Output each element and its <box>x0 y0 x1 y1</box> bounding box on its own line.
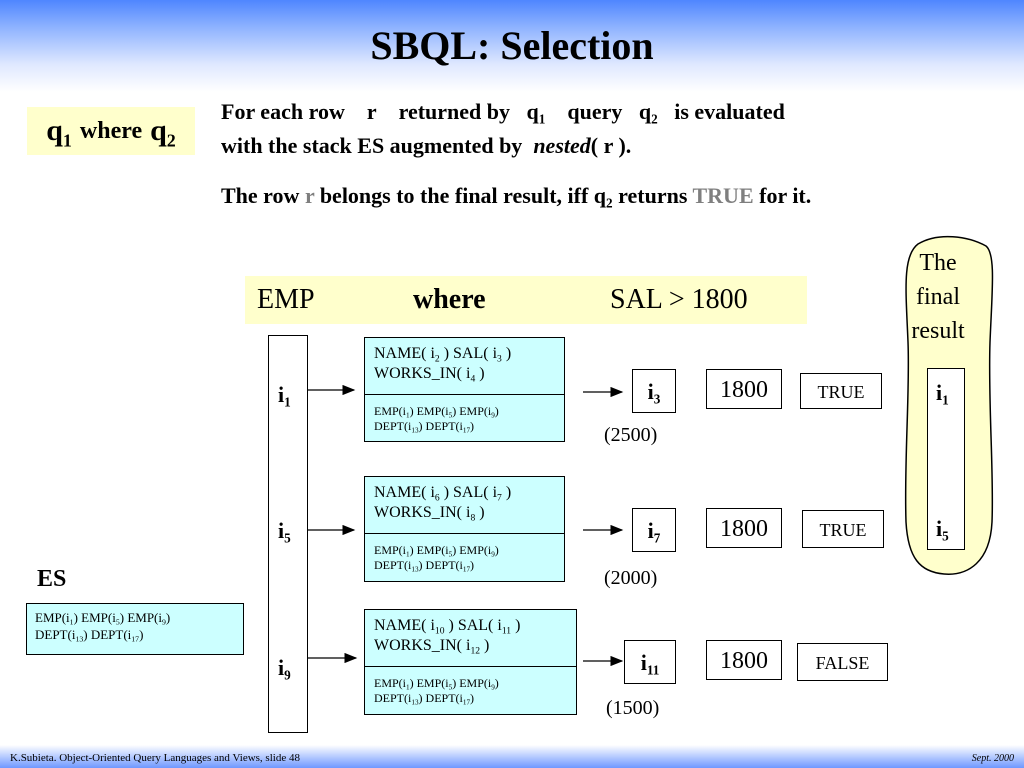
salary-value: (2500) <box>604 424 658 446</box>
comparison-value-box: 1800 <box>706 508 782 548</box>
boolean-result-box: FALSE <box>797 643 888 681</box>
description-line-2: with the stack ES augmented by nested( r… <box>221 133 632 158</box>
es-label: ES <box>37 566 67 592</box>
description-line-1: For each row r returned by q1 query q2 i… <box>221 99 785 127</box>
emp-identifier: i5 <box>278 518 291 546</box>
query-example-condition: SAL > 1800 <box>610 284 748 315</box>
footer-credit: K.Subieta. Object-Oriented Query Languag… <box>10 752 300 764</box>
final-result-item: i1 <box>936 380 949 408</box>
query-example-emp: EMP <box>257 284 315 315</box>
slide-title: SBQL: Selection <box>370 23 654 68</box>
query-where-keyword: where <box>79 117 143 144</box>
final-result-item: i5 <box>936 516 949 544</box>
environment-box: NAME( i2 ) SAL( i3 ) WORKS_IN( i4 ) EMP(… <box>364 337 565 442</box>
result-identifier-box: i11 <box>624 640 676 684</box>
header-band <box>0 0 1024 92</box>
result-identifier-box: i7 <box>632 508 676 552</box>
environment-box: NAME( i6 ) SAL( i7 ) WORKS_IN( i8 ) EMP(… <box>364 476 565 582</box>
boolean-result-box: TRUE <box>800 373 882 409</box>
query-example-bar: EMP where SAL > 1800 <box>245 276 807 324</box>
result-identifier-box: i3 <box>632 369 676 413</box>
query-q2: q2 <box>150 114 176 151</box>
salary-value: (2000) <box>604 567 658 589</box>
footer-band <box>0 745 1024 768</box>
environment-box: NAME( i10 ) SAL( i11 ) WORKS_IN( i12 ) E… <box>364 609 577 715</box>
final-result-label: The final result <box>911 250 965 344</box>
query-example-where: where <box>413 284 486 315</box>
description-line-3: The row r belongs to the final result, i… <box>221 183 812 211</box>
es-stack-box: EMP(i1) EMP(i5) EMP(i9) DEPT(i13) DEPT(i… <box>26 603 244 655</box>
comparison-value-box: 1800 <box>706 640 782 680</box>
salary-value: (1500) <box>606 697 660 719</box>
emp-identifier: i9 <box>278 655 291 683</box>
final-result-stack <box>927 368 965 550</box>
query-q1: q1 <box>46 114 72 151</box>
emp-identifiers-column <box>268 335 308 733</box>
emp-identifier: i1 <box>278 382 291 410</box>
query-syntax-box: q1 where q2 <box>27 107 195 155</box>
footer-date: Sept. 2000 <box>971 753 1014 764</box>
comparison-value-box: 1800 <box>706 369 782 409</box>
boolean-result-box: TRUE <box>802 510 884 548</box>
